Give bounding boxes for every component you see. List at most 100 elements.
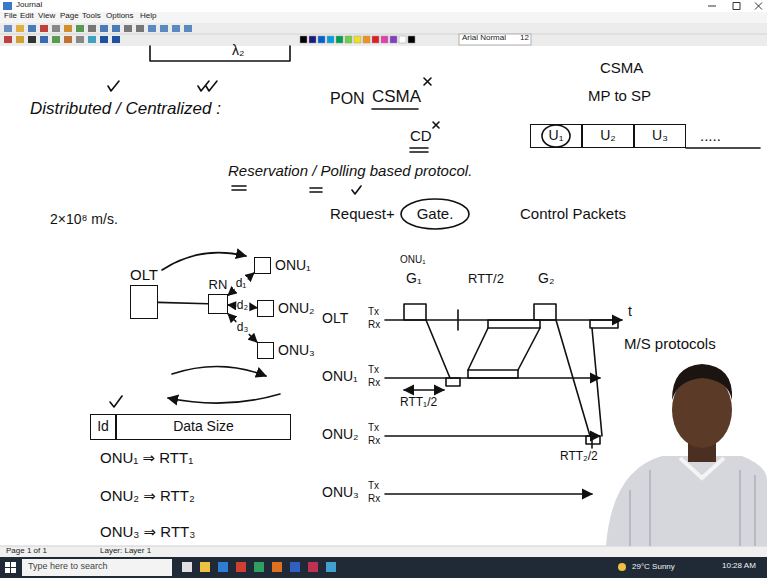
slot-baseline <box>686 147 760 149</box>
shirt-stripes <box>630 470 755 546</box>
status-bar <box>0 546 767 557</box>
gate-packet <box>534 304 556 320</box>
rx-label: Rx <box>368 377 380 388</box>
toolbar-icons <box>76 25 84 32</box>
grant-label: G₁ <box>406 271 422 286</box>
distance-label: d₃ <box>236 321 250 334</box>
app-icon <box>3 2 12 10</box>
pen-color-swatches <box>354 36 361 43</box>
pen-color-swatches <box>309 36 316 43</box>
pen-color-swatches <box>363 36 370 43</box>
shirt <box>606 456 767 546</box>
timeline-name: ONU₂ <box>322 427 359 442</box>
toolbar-icons <box>76 36 84 43</box>
toolbar-icons <box>28 25 36 32</box>
node-text: ONU₃ <box>278 343 315 358</box>
wavelength-label: λ₂ <box>232 43 244 58</box>
timeline-name: OLT <box>322 311 348 326</box>
window-controls <box>708 3 762 10</box>
taskbar-icons <box>272 562 282 572</box>
node-text: U₂ <box>600 128 616 143</box>
pen-color-swatches <box>345 36 352 43</box>
tx-label: Tx <box>368 422 379 433</box>
connector-layer <box>158 273 257 342</box>
toolbar-icons <box>112 36 120 43</box>
node-text: ONU₁ <box>275 258 311 273</box>
onu-box: ONU₂ <box>257 300 274 317</box>
node-text: Data Size <box>173 419 234 434</box>
taskbar-icons <box>290 562 300 572</box>
toolbar <box>0 23 767 46</box>
data-received <box>488 320 540 328</box>
grant-received <box>586 436 600 444</box>
upstream-slot: U₂ <box>582 124 634 148</box>
upstream-slot: U₃ <box>634 124 686 148</box>
grant-received <box>446 378 460 386</box>
timeline-name: ONU₁ <box>322 369 358 384</box>
toolbar-icons <box>100 25 108 32</box>
taskbar <box>0 557 767 578</box>
node-text: OLT <box>130 267 158 284</box>
toolbar-icons <box>16 36 24 43</box>
start-logo <box>5 568 10 573</box>
acronym: PON <box>330 90 365 108</box>
pen-color-swatches <box>300 36 415 43</box>
toolbar-icons <box>124 25 132 32</box>
status-text: Layer: Layer 1 <box>100 547 151 556</box>
underline <box>372 108 418 110</box>
search-box <box>22 559 172 576</box>
time-axis-label: t <box>628 304 632 319</box>
toolbar-icons <box>160 25 168 32</box>
grant-label: G₂ <box>538 271 554 286</box>
tx-label: Tx <box>368 306 379 317</box>
rtt-note: ONU₂ ⇒ RTT₂ <box>100 488 195 505</box>
heading: Distributed / Centralized : <box>30 100 221 119</box>
lecturer <box>606 364 767 546</box>
rtt-label: RTT/2 <box>468 272 504 286</box>
toolbar-icons <box>52 25 60 32</box>
page-canvas <box>0 46 767 546</box>
node-text: ONU₂ <box>278 301 315 316</box>
pen-color-swatches <box>399 36 406 43</box>
onu-label: ONU₁ <box>400 254 426 265</box>
taskbar-icons <box>618 563 626 571</box>
pen-color-swatches <box>318 36 325 43</box>
taskbar-icons <box>326 562 336 572</box>
remote-node-box: RN <box>208 294 228 314</box>
gate-packet <box>404 304 426 320</box>
rx-label: Rx <box>368 319 380 330</box>
pen-color-swatches <box>336 36 343 43</box>
time-axis <box>385 493 592 495</box>
taskbar-icons <box>236 562 246 572</box>
toolbar-icons <box>172 25 180 32</box>
taskbar-icons <box>254 562 264 572</box>
packet-field: Id <box>90 414 116 440</box>
status-text: Page 1 of 1 <box>6 547 47 556</box>
curved-arrow <box>168 394 280 403</box>
taskbar-icons <box>308 562 318 572</box>
olt-box: OLT <box>130 285 158 319</box>
menu-item: File <box>4 12 17 21</box>
distance-label: d₂ <box>236 300 249 313</box>
link-line <box>228 273 254 295</box>
rtt-tick <box>457 310 459 330</box>
toolbar-icons <box>4 25 12 32</box>
link-line <box>228 314 257 342</box>
node-text: Id <box>97 419 109 434</box>
propagation-line <box>426 320 602 436</box>
rtt-note: ONU₃ ⇒ RTT₃ <box>100 524 195 541</box>
cross-mark <box>424 78 439 128</box>
node-text: U₃ <box>652 128 668 143</box>
toolbar-icons <box>52 36 60 43</box>
menu-item: View <box>38 12 55 21</box>
rtt-note: ONU₁ ⇒ RTT₁ <box>100 450 193 467</box>
toolbar-icons <box>148 25 156 32</box>
start-logo <box>11 562 16 567</box>
pen-color-swatches <box>372 36 379 43</box>
rx-label: Rx <box>368 493 380 504</box>
search-placeholder: Type here to search <box>28 562 108 572</box>
taskbar-icons <box>182 562 626 572</box>
toolbar-icons <box>40 36 48 43</box>
node-text: U₁ <box>549 128 564 143</box>
menu-bar <box>0 12 767 23</box>
